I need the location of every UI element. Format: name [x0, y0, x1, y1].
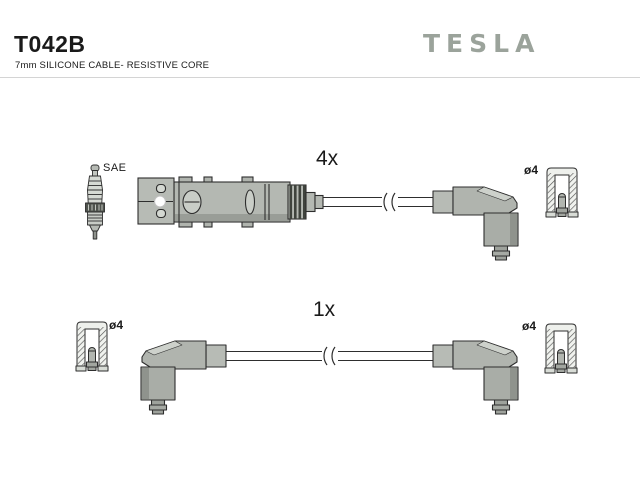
diameter-1x-left-label: ø4	[109, 318, 124, 332]
plug-boot-icon	[432, 186, 519, 261]
socket-cross-section-icon	[544, 323, 578, 374]
diameter-4x-label: ø4	[524, 163, 539, 177]
spark-plug-icon	[85, 164, 105, 240]
cable-break-icon	[381, 192, 399, 212]
quantity-1x-label: 1x	[313, 298, 336, 321]
product-subtitle: 7mm SILICONE CABLE- RESISTIVE CORE	[15, 60, 210, 71]
part-number: T042B	[14, 31, 86, 57]
diameter-1x-right-label: ø4	[522, 319, 537, 333]
brand-logo: TESLA	[423, 29, 541, 58]
header-divider	[0, 77, 640, 78]
plug-boot-icon	[140, 340, 227, 415]
quantity-4x-label: 4x	[316, 147, 339, 170]
sae-label: SAE	[103, 162, 127, 174]
lead-1x-drawing	[140, 340, 519, 415]
socket-cross-section-icon	[75, 321, 109, 372]
lead-4x-drawing	[137, 176, 519, 261]
distributor-connector-icon	[137, 176, 324, 228]
cable-4x	[321, 197, 435, 207]
plug-boot-icon	[432, 340, 519, 415]
socket-cross-section-icon	[545, 167, 579, 218]
cable-break-icon	[321, 346, 339, 366]
